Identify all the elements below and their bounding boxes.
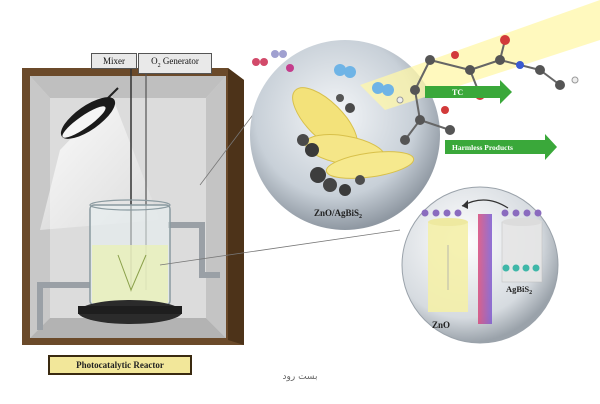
cabinet-right-wall	[206, 76, 226, 338]
agbis2-particle	[297, 134, 309, 146]
tc-label: TC	[452, 88, 463, 97]
stir-vortex	[117, 254, 147, 292]
o2-generator-suffix: Generator	[160, 56, 199, 66]
electron	[454, 209, 462, 217]
zno-label: ZnO	[432, 320, 450, 330]
electron	[443, 209, 451, 217]
radical-molecule	[372, 82, 384, 94]
agbis2-band-top	[502, 218, 542, 226]
stirrer-base	[78, 306, 182, 314]
beaker	[89, 199, 171, 306]
cabinet-side	[228, 68, 244, 345]
radical-molecule	[382, 84, 394, 96]
lamp-bulb	[62, 106, 106, 138]
zoom-line-top	[199, 107, 259, 186]
light-beam	[40, 96, 160, 230]
harmless-label: Harmless Products	[452, 143, 513, 152]
uv-lamp	[40, 87, 160, 230]
electron	[421, 209, 429, 217]
o2-molecule	[260, 58, 268, 66]
electron	[501, 209, 509, 217]
hole	[502, 264, 510, 272]
o2-molecule	[286, 64, 294, 72]
electron	[432, 209, 440, 217]
agbis2-particle	[305, 143, 319, 157]
cabinet-left-wall	[30, 76, 50, 338]
agbis2-particle	[323, 178, 337, 192]
hole	[522, 264, 530, 272]
beaker-rim	[89, 199, 171, 211]
agbis2-band	[501, 221, 543, 283]
lamp-arm	[107, 87, 119, 99]
agbis2-particle	[310, 167, 326, 183]
catalyst-flake	[325, 151, 415, 179]
radical-molecule	[334, 64, 346, 76]
transfer-arrowhead	[462, 200, 468, 209]
radical-molecule	[344, 66, 356, 78]
inlet-tube	[37, 282, 90, 330]
agbis2-particle	[355, 175, 365, 185]
outlet-tube	[168, 222, 220, 278]
watermark-text: بست رود	[282, 372, 318, 382]
o2-molecule	[271, 50, 279, 58]
cabinet-ceiling	[30, 76, 226, 98]
zno-band-top	[428, 218, 468, 226]
cabinet-floor	[30, 318, 226, 338]
reactor-label: Photocatalytic Reactor	[48, 355, 192, 375]
electron	[512, 209, 520, 217]
interface-layer	[478, 214, 492, 324]
tc-arrow	[425, 80, 512, 104]
harmless-arrow	[445, 134, 557, 160]
o2-molecule	[252, 58, 260, 66]
agbis2-particle	[339, 184, 351, 196]
agbis2-particle	[336, 94, 344, 102]
electron	[523, 209, 531, 217]
zoom-line-bottom	[159, 229, 401, 266]
mixer-label: Mixer	[91, 53, 137, 69]
agbis2-label: AgBiS2	[506, 284, 532, 296]
hole	[512, 264, 520, 272]
beaker-solution	[92, 245, 168, 303]
composite-label: ZnO/AgBiS2	[314, 208, 362, 220]
electron	[534, 209, 542, 217]
o2-generator-text: O	[151, 56, 158, 66]
o2-molecule	[279, 50, 287, 58]
holes	[502, 264, 540, 272]
light-ray	[360, 0, 600, 110]
o2-generator-label: O2 Generator	[138, 53, 212, 74]
catalyst-zoom-bubble: ZnO/AgBiS2	[250, 0, 600, 230]
hole	[532, 264, 540, 272]
band-diagram-bubble: ZnO AgBiS2	[401, 186, 559, 344]
agbis2-particle	[345, 103, 355, 113]
o2-generator-sub: 2	[157, 62, 161, 69]
electrons	[421, 209, 542, 217]
